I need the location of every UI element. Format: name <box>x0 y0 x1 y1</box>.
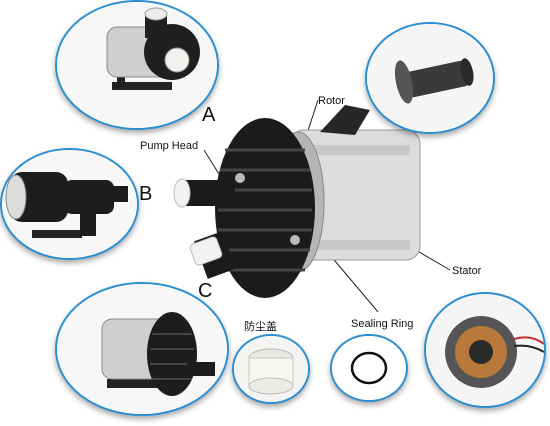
label-sealing-ring: Sealing Ring <box>351 318 414 330</box>
label-rotor: Rotor <box>318 95 345 107</box>
rotor-image <box>365 22 495 134</box>
sealing-ring-leader <box>329 254 379 313</box>
variant-a-image <box>55 0 219 130</box>
dust-cap-image <box>232 334 310 404</box>
label-b: B <box>139 183 153 205</box>
variant-b-image <box>0 148 139 260</box>
label-c: C <box>198 280 213 302</box>
label-pump-head: Pump Head <box>140 140 199 152</box>
variant-c-image <box>55 282 229 416</box>
label-a: A <box>202 104 216 126</box>
sealing-ring-image <box>330 334 408 402</box>
label-dust-cap: 防尘盖 <box>244 321 277 333</box>
label-stator: Stator <box>452 265 482 277</box>
main-pump-image <box>173 105 421 298</box>
stator-image <box>424 292 546 408</box>
